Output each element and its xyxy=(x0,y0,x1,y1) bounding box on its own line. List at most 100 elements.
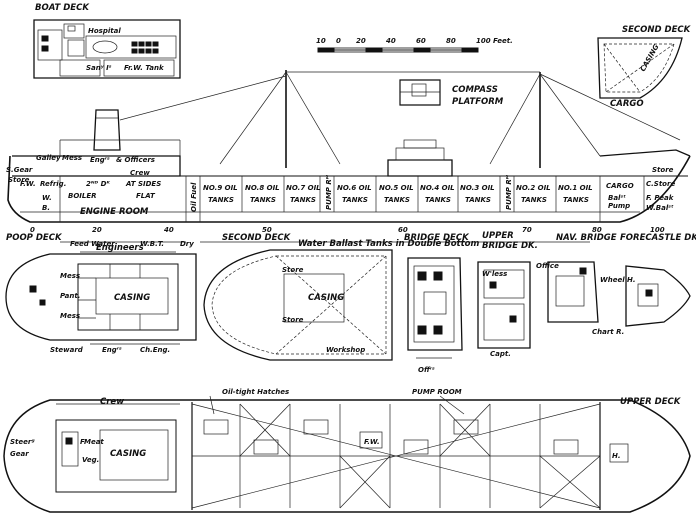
fwd-store-label: Store xyxy=(652,166,674,174)
wbt-label: W.B.T. xyxy=(140,240,164,248)
veg-room-label: Veg. xyxy=(82,456,99,464)
navigation-bridge-plan xyxy=(547,261,599,323)
at-sides-label: AT SIDES xyxy=(125,180,161,188)
feed-water-label: Feed Water xyxy=(70,240,115,248)
fore-water-ballast-label: W.Balˢᵗ xyxy=(646,204,674,212)
frame-100: 100 xyxy=(650,226,665,234)
second-store-2: Store xyxy=(282,316,304,324)
scale-tick-100: 100 Feet. xyxy=(476,37,513,45)
second-casing: CASING xyxy=(308,293,344,303)
poop-casing: CASING xyxy=(114,293,150,303)
mess-label: Mess xyxy=(62,154,82,162)
engineers-poop-label: Engineers xyxy=(96,243,144,253)
chain-store-label: C.Store xyxy=(646,180,675,188)
poop-mess-2: Mess xyxy=(60,312,80,320)
frame-20: 20 xyxy=(92,226,102,234)
ship-profile xyxy=(7,70,691,223)
water-ballast-aft-label-1: W. xyxy=(42,194,52,202)
upper-bridge-heading-2: BRIDGE DK. xyxy=(482,241,538,251)
frame-40: 40 xyxy=(164,226,174,234)
galley-label: Galley xyxy=(36,154,61,162)
ballast-pump-label-1: Balˢᵗ xyxy=(608,194,626,202)
tank-5-no: NO.5 OIL xyxy=(379,184,414,192)
frame-80: 80 xyxy=(592,226,602,234)
officers-label: Offʳˢ xyxy=(418,366,435,374)
nav-bridge-heading: NAV. BRIDGE xyxy=(556,233,617,243)
refrigeration-label: Refrig. xyxy=(40,180,66,188)
workshop-label: Workshop xyxy=(326,346,365,354)
meat-room-label: Meat xyxy=(84,438,104,446)
engineers-profile-label: Engʳˢ xyxy=(90,156,110,164)
scale-tick-80: 80 xyxy=(446,37,456,45)
crew-profile-label: Crew xyxy=(130,169,150,177)
poop-mess-1: Mess xyxy=(60,272,80,280)
wheel-house-label: Wheel H. xyxy=(600,276,636,284)
upper-crew-label: Crew xyxy=(100,397,124,407)
bridge-deck-plan xyxy=(407,257,463,359)
frame-50: 50 xyxy=(262,226,272,234)
tank-9-no: NO.9 OIL xyxy=(203,184,238,192)
tank-6-tanks: TANKS xyxy=(342,196,368,204)
tank-3-tanks: TANKS xyxy=(465,196,491,204)
second-deck-profile-label: 2ᴺᴰ Dᴷ xyxy=(86,180,110,188)
upper-bridge-deck-plan xyxy=(477,261,531,349)
tank-5-tanks: TANKS xyxy=(384,196,410,204)
hospital-label: Hospital xyxy=(88,27,121,35)
upper-fresh-water-label: F.W. xyxy=(364,438,380,446)
scale-tick-10: 10 xyxy=(316,37,326,45)
chief-engineer-label: Ch.Eng. xyxy=(140,346,170,354)
tank-7-tanks: TANKS xyxy=(290,196,316,204)
steering-gear-label-2: Gear xyxy=(10,450,29,458)
tank-4-tanks: TANKS xyxy=(425,196,451,204)
tank-2-tanks: TANKS xyxy=(521,196,547,204)
poop-pantry: Pant. xyxy=(60,292,80,300)
second-deck-bow-plan xyxy=(597,37,683,99)
tank-6-no: NO.6 OIL xyxy=(337,184,372,192)
tank-1-tanks: TANKS xyxy=(563,196,589,204)
forecastle-deck-plan xyxy=(625,265,691,327)
tank-9-tanks: TANKS xyxy=(208,196,234,204)
tank-2-no: NO.2 OIL xyxy=(516,184,551,192)
upper-h-label: H. xyxy=(612,452,621,460)
flat-label: FLAT xyxy=(136,192,156,200)
water-ballast-aft-label-2: B. xyxy=(42,204,50,212)
scale-tick-20: 20 xyxy=(356,37,366,45)
pump-room-label: PUMP ROOM xyxy=(412,388,462,396)
poop-engineers-label: Engʳˢ xyxy=(102,346,122,354)
fore-peak-label: F. Peak xyxy=(646,194,675,202)
boat-deck-heading: BOAT DECK xyxy=(35,3,90,13)
captain-label: Capt. xyxy=(490,350,511,358)
boat-deck-plan xyxy=(33,19,181,79)
second-deck-top-heading: SECOND DECK xyxy=(622,25,692,35)
second-deck-heading: SECOND DECK xyxy=(222,233,292,243)
steering-gear-label-1: Steerᵍ xyxy=(10,438,35,446)
oil-fuel-label: Oil Fuel xyxy=(190,182,198,212)
compass-platform-drawing xyxy=(399,79,441,106)
second-deck-plan xyxy=(203,249,393,361)
tank-7-no: NO.7 OIL xyxy=(286,184,321,192)
chart-room-label: Chart R. xyxy=(592,328,624,336)
scale-tick-40: 40 xyxy=(386,37,396,45)
scale-tick-0: 0 xyxy=(336,37,341,45)
tank-1-no: NO.1 OIL xyxy=(558,184,593,192)
bridge-deck-heading: BRIDGE DECK xyxy=(404,233,470,243)
pump-room-fwd-label: PUMP Rᴹ xyxy=(505,174,513,210)
upper-casing-label: CASING xyxy=(110,449,146,459)
compass-label-2: PLATFORM xyxy=(452,97,504,107)
pump-room-aft-label: PUMP Rᴹ xyxy=(325,174,333,210)
second-deck-top-casing: CASING xyxy=(639,43,661,73)
second-deck-top-cargo: CARGO xyxy=(610,99,644,109)
ballast-pump-label-2: Pump xyxy=(608,202,630,210)
fwd-cargo-label: CARGO xyxy=(606,182,634,190)
officers-profile-label: & Officers xyxy=(116,156,155,164)
poop-deck-plan xyxy=(5,251,197,341)
tank-8-tanks: TANKS xyxy=(250,196,276,204)
upper-deck-plan xyxy=(3,395,691,513)
upper-deck-heading: UPPER DECK xyxy=(620,397,682,407)
tank-4-no: NO.4 OIL xyxy=(420,184,455,192)
boiler-label: BOILER xyxy=(68,192,97,200)
scale-tick-60: 60 xyxy=(416,37,426,45)
steward-label: Steward xyxy=(50,346,84,354)
wireless-room-label: W'less xyxy=(482,270,507,278)
